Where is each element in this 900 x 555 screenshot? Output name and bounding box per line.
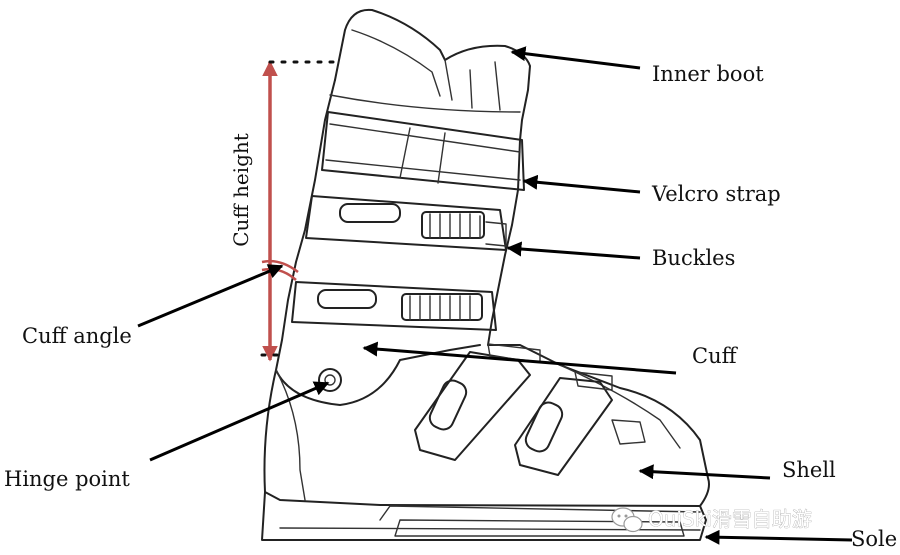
watermark: OuiSki滑雪自助游 [611, 507, 812, 533]
upper-buckle [305, 195, 507, 251]
shell-buckle-right [514, 371, 613, 476]
cuff-angle-arrow [137, 264, 284, 328]
label-sole: Sole [851, 527, 897, 551]
label-buckles: Buckles [652, 246, 735, 270]
wechat-logo-icon [611, 507, 643, 533]
inner-boot-arrow [510, 46, 641, 70]
shell-shape [263, 344, 710, 507]
sole-shape [261, 491, 707, 541]
velcro-strap-shape [321, 111, 525, 191]
buckles-arrow [506, 241, 641, 260]
lower-buckle [291, 281, 497, 331]
cuff-height-marker [260, 60, 340, 362]
label-velcro-strap: Velcro strap [651, 182, 781, 206]
label-shell: Shell [782, 458, 836, 482]
sole-arrow [704, 529, 853, 545]
label-cuff-angle: Cuff angle [22, 324, 132, 348]
shell-arrow [638, 464, 771, 480]
hinge-point-arrow [149, 381, 330, 462]
velcro-strap-arrow [522, 174, 641, 194]
label-inner-boot: Inner boot [652, 62, 764, 86]
label-cuff: Cuff [692, 344, 739, 368]
cuff-shape [275, 79, 481, 406]
watermark-text: OuiSki滑雪自助游 [648, 507, 812, 531]
cuff-height-label: Cuff height [229, 133, 253, 247]
ski-boot-illustration [261, 8, 710, 541]
cuff-arrow [362, 341, 677, 375]
pointer-arrows [137, 46, 853, 545]
hinge-rivet [318, 368, 342, 392]
label-hinge-point: Hinge point [4, 467, 130, 491]
